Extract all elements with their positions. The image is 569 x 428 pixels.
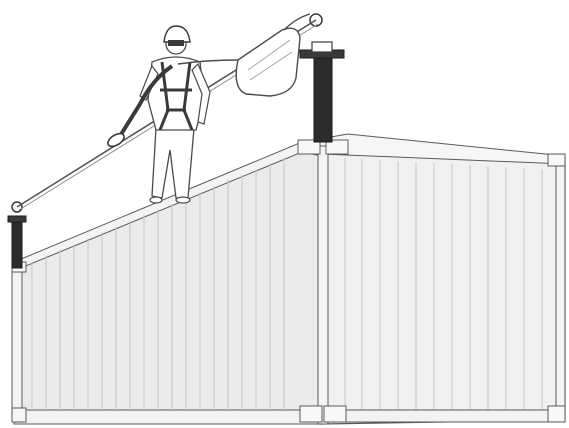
worker-foot-left (150, 197, 162, 203)
container-corner-post-center (318, 146, 328, 424)
container-bottom-rail-left (14, 410, 322, 424)
corner-casting-bottom-center (300, 406, 322, 422)
worker (140, 26, 210, 203)
container-end-wall (298, 134, 565, 424)
container-corner-post-left (12, 268, 22, 422)
container-end-panel (322, 146, 565, 424)
corner-casting-bottom-left (12, 408, 26, 422)
container-bottom-rail-right (322, 410, 565, 422)
worker-foot-right (176, 197, 190, 203)
corner-casting-top-right (548, 154, 565, 166)
carabiner-icon (106, 131, 127, 149)
energy-absorber (236, 14, 310, 96)
stanchion-post-right (300, 14, 344, 142)
corner-casting-bottom-right (548, 406, 565, 422)
container-long-side (12, 142, 322, 424)
corner-casting-bottom-center-2 (324, 406, 346, 422)
stanchion-post-icon (314, 56, 332, 142)
energy-absorber-icon (236, 28, 300, 96)
helmet-icon (164, 26, 190, 42)
worker-legs (152, 128, 194, 198)
stanchion-post-icon (12, 220, 22, 268)
container-corner-post-right (556, 158, 565, 422)
